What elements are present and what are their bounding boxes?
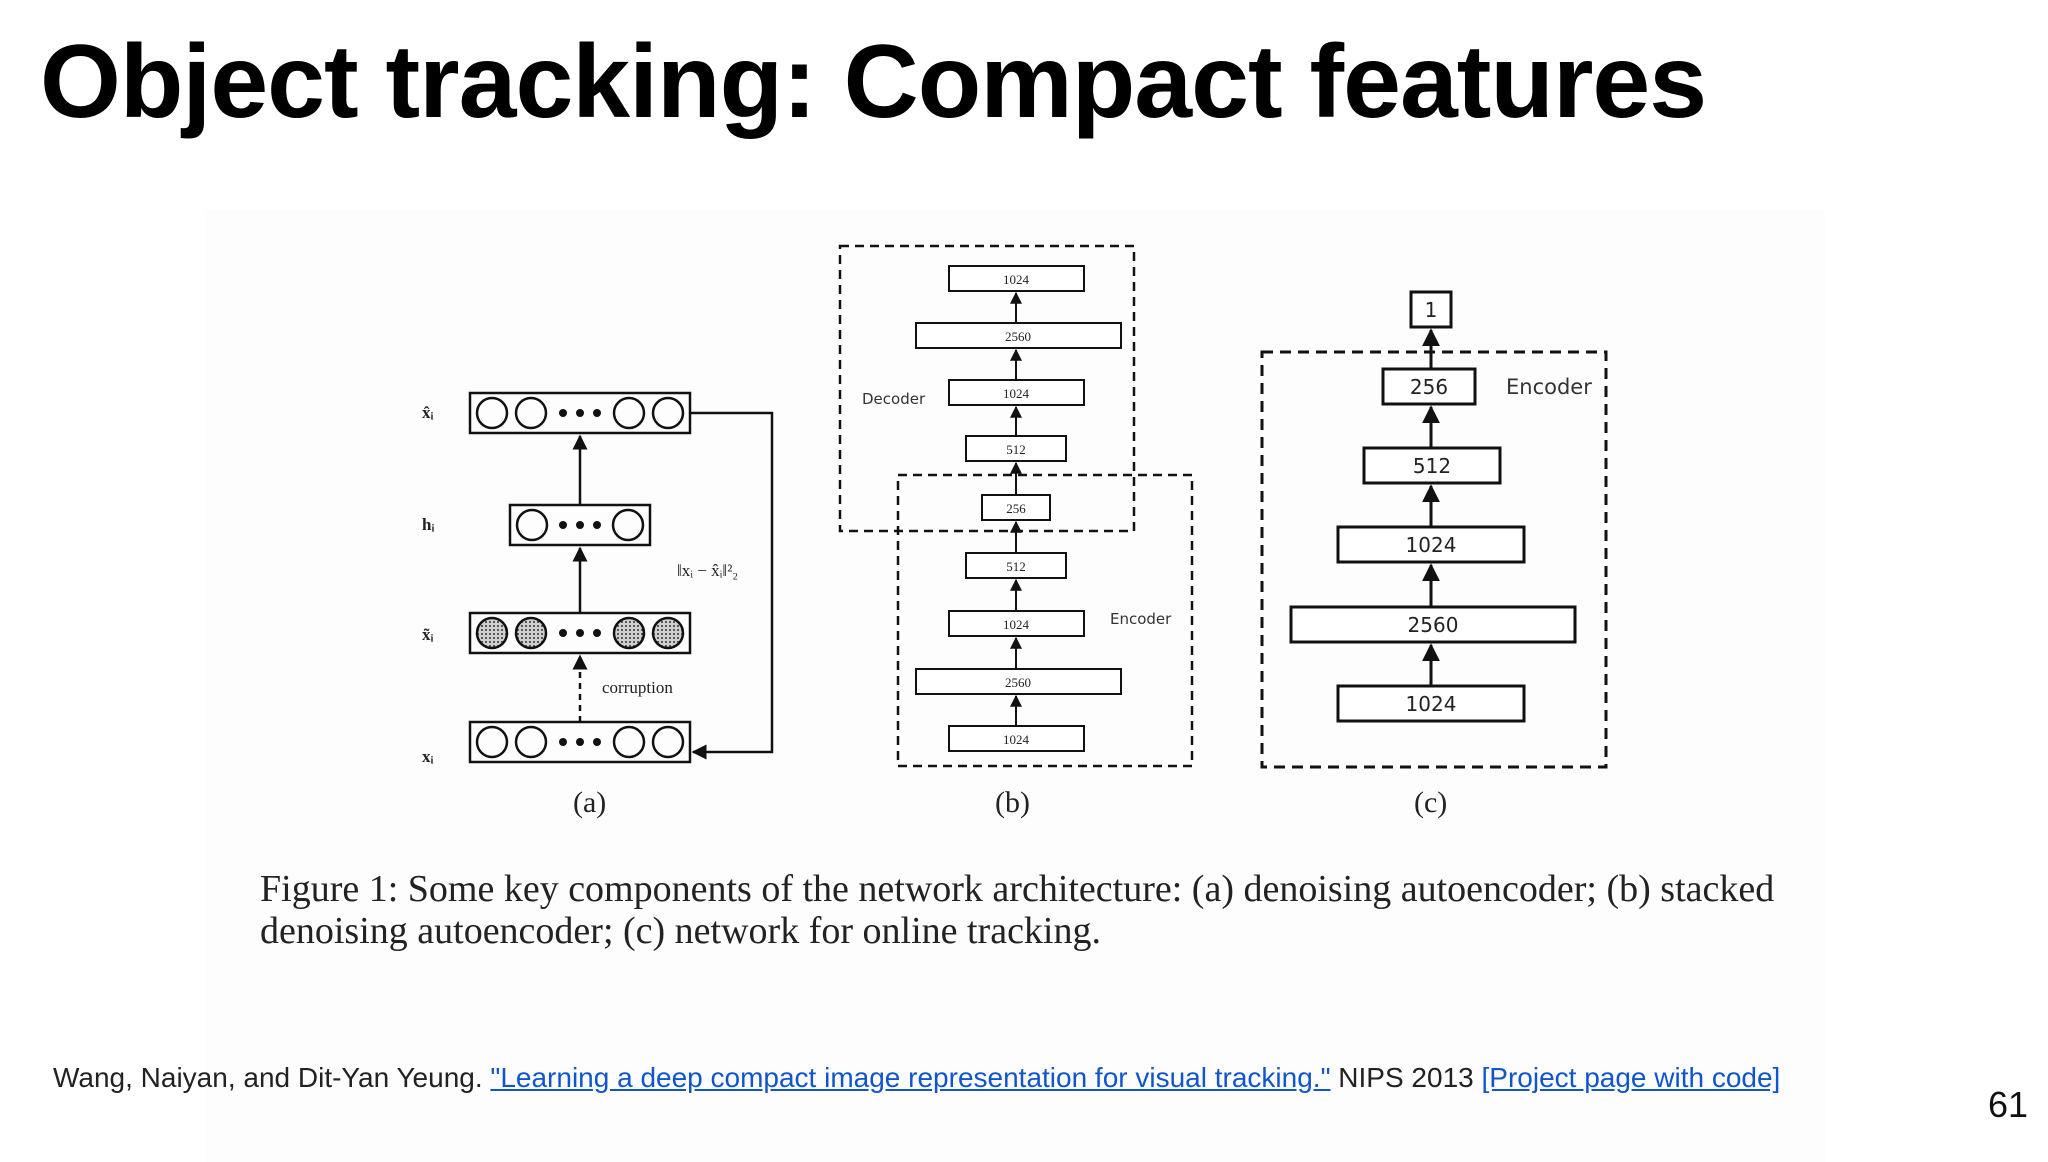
decoder-label: Decoder <box>862 390 926 408</box>
layer-size: 2560 <box>1005 675 1031 690</box>
panel-b-stacked-denoising-autoencoder: 1024 2560 1024 512 256 512 1024 2560 102… <box>838 244 1194 819</box>
layer-size: 2560 <box>1408 613 1459 637</box>
layer-size: 1024 <box>1003 272 1030 287</box>
project-page-link[interactable]: [Project page with code] <box>1481 1062 1781 1093</box>
layer-box <box>1362 446 1502 485</box>
slide-title: Object tracking: Compact features <box>40 24 1707 140</box>
layer-box <box>915 322 1122 349</box>
citation-venue: NIPS 2013 <box>1330 1062 1482 1093</box>
citation-authors: Wang, Naiyan, and Dit-Yan Yeung. <box>53 1062 491 1093</box>
layer-size: 512 <box>1006 442 1026 457</box>
layer-box <box>1336 525 1526 564</box>
citation: Wang, Naiyan, and Dit-Yan Yeung. "Learni… <box>53 1062 1780 1094</box>
figure-caption: Figure 1: Some key components of the net… <box>260 868 1820 952</box>
layer-size: 1024 <box>1003 386 1030 401</box>
corruption-label: corruption <box>602 678 673 697</box>
layer-box <box>1381 367 1477 406</box>
paper-link[interactable]: "Learning a deep compact image represent… <box>490 1062 1331 1093</box>
panel-a-sublabel: (a) <box>573 786 606 819</box>
hidden-layer <box>508 503 652 547</box>
layer-size: 256 <box>1006 501 1026 516</box>
panel-b-sublabel: (b) <box>995 786 1030 819</box>
label-h: hᵢ <box>422 515 434 534</box>
layer-size: 1024 <box>1406 692 1457 716</box>
label-x-hat: x̂ᵢ <box>422 403 434 422</box>
encoder-label: Encoder <box>1506 375 1592 399</box>
caption-line-2: denoising autoencoder; (c) network for o… <box>260 910 1101 952</box>
corrupted-input-layer <box>468 611 692 655</box>
layer-box <box>1289 605 1577 644</box>
loss-feedback-line <box>690 411 774 760</box>
layer-size: 2560 <box>1005 329 1031 344</box>
layer-size: 512 <box>1006 559 1026 574</box>
layer-size: 512 <box>1413 454 1451 478</box>
layer-size: 1024 <box>1003 617 1030 632</box>
loss-formula: ‖xᵢ − x̂ᵢ‖²₂ <box>677 561 738 580</box>
layer-size: 1024 <box>1003 732 1030 747</box>
encoder-dashed-box <box>1260 350 1608 769</box>
label-x-tilde: x̃ᵢ <box>422 625 434 644</box>
caption-line-1: Figure 1: Some key components of the net… <box>260 868 1775 910</box>
page-number: 61 <box>1987 1084 2028 1125</box>
layer-size: 256 <box>1410 375 1448 399</box>
output-size: 1 <box>1425 298 1438 322</box>
reconstruction-layer <box>468 391 692 435</box>
decoder-dashed-box <box>838 244 1136 533</box>
panel-a-denoising-autoencoder <box>468 391 774 764</box>
layer-size: 1024 <box>1406 533 1457 557</box>
layer-box <box>965 435 1067 462</box>
output-box <box>1409 290 1453 329</box>
encoder-label: Encoder <box>1110 610 1172 628</box>
panel-c-online-tracking-network: 1 256 512 1024 2560 1024 Encoder (c) <box>1260 290 1608 819</box>
layer-box <box>915 668 1122 695</box>
input-layer <box>468 720 692 764</box>
label-x: xᵢ <box>422 747 434 766</box>
panel-c-sublabel: (c) <box>1414 786 1447 819</box>
layer-box <box>948 265 1085 292</box>
encoder-dashed-box <box>896 473 1194 768</box>
